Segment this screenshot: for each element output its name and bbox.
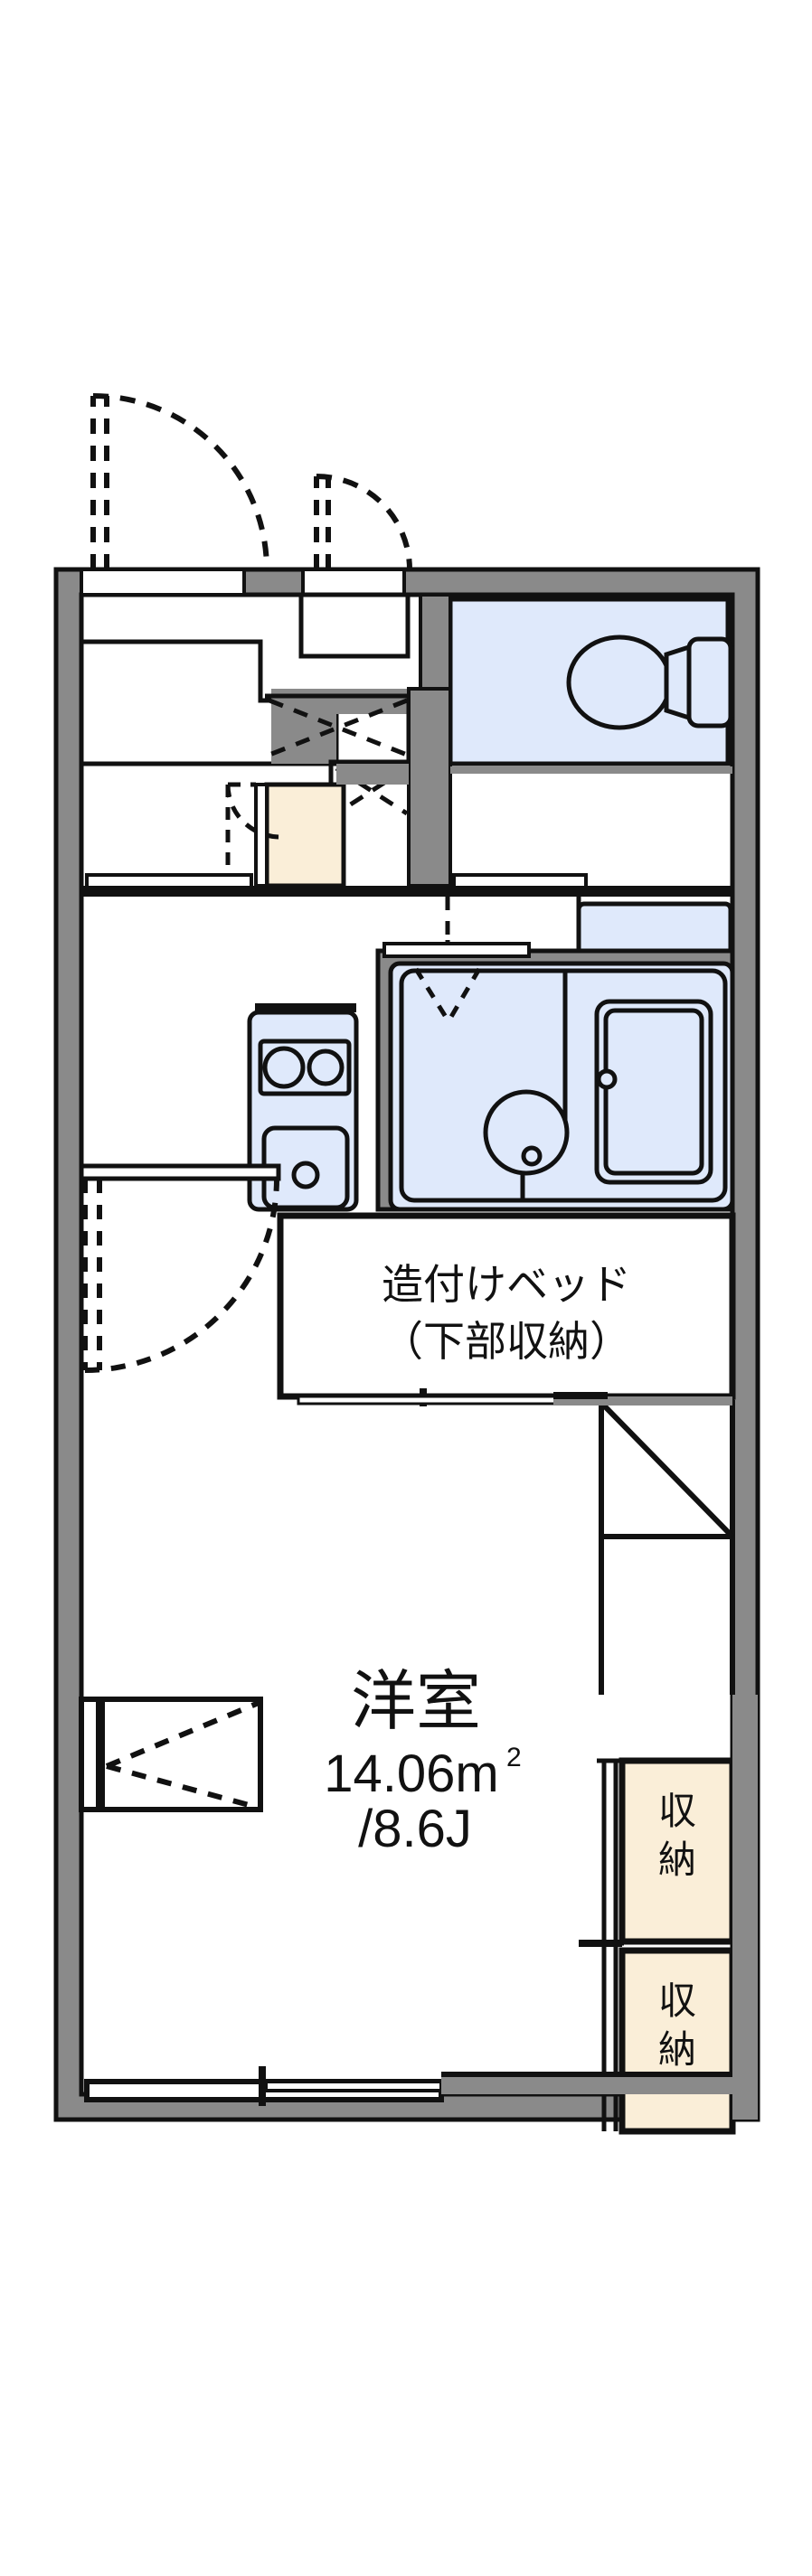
entry-door-opening xyxy=(80,568,246,597)
stove-burner-left-icon xyxy=(262,1046,306,1089)
hall-wall-openings xyxy=(85,873,588,889)
shoe-cabinet-door[interactable] xyxy=(225,782,281,884)
genkan-right-wall xyxy=(407,687,452,888)
window-left-upper[interactable] xyxy=(79,1163,281,1373)
closet-back-wall xyxy=(732,1695,758,2120)
built-in-bed-label-line2: （下部収納） xyxy=(382,1318,631,1365)
closet-upper-label-char1: 収 xyxy=(658,1790,696,1832)
built-in-bed xyxy=(277,1212,736,1400)
bathtub-drain-icon xyxy=(596,1068,618,1090)
genkan-wall-lower xyxy=(336,764,409,785)
toilet-bowl-icon xyxy=(566,635,673,730)
bottom-wall-edge xyxy=(441,2072,732,2077)
closet-divider-tick xyxy=(579,1940,622,1947)
bath-door-opening xyxy=(382,942,531,958)
closet-lower-label-char2: 納 xyxy=(658,2028,696,2071)
closet-upper-label-char2: 納 xyxy=(658,1838,696,1881)
bath-sink-icon xyxy=(483,1089,570,1176)
toilet-tank-icon xyxy=(686,636,733,729)
bottom-wall-solid xyxy=(441,2074,732,2094)
closet-upper xyxy=(618,1757,736,1945)
main-room-area: 14.06m xyxy=(324,1744,498,1803)
entry-niche xyxy=(298,592,411,659)
main-room-area-superscript: 2 xyxy=(506,1743,522,1772)
bathtub-inner-icon xyxy=(603,1008,704,1176)
main-room-jo: /8.6J xyxy=(358,1800,472,1858)
overhead-wall-tick xyxy=(553,1392,608,1399)
window-left-lower[interactable] xyxy=(79,1697,263,1812)
balcony-door-mullion xyxy=(259,2066,266,2106)
kitchen-drain-icon xyxy=(291,1161,320,1189)
stove-burner-right-icon xyxy=(307,1048,345,1086)
closet-lower-label-char1: 収 xyxy=(658,1979,696,2022)
entry-door[interactable] xyxy=(90,393,269,570)
kitchen-unit xyxy=(247,1003,359,1212)
overhead-storage xyxy=(599,1400,735,1695)
entry-top-openings xyxy=(80,568,406,597)
overhead-wall-band xyxy=(553,1396,732,1406)
unit-bath xyxy=(375,942,735,1212)
secondary-entry-opening xyxy=(301,568,406,597)
closet-lower xyxy=(618,1947,736,2135)
toilet-room xyxy=(448,597,733,766)
built-in-bed-label-line1: 造付けベッド xyxy=(382,1261,631,1308)
bath-folding-door[interactable] xyxy=(413,967,482,1023)
bath-sink-drain-icon xyxy=(521,1145,543,1167)
main-room-label: 洋室 xyxy=(351,1666,481,1738)
